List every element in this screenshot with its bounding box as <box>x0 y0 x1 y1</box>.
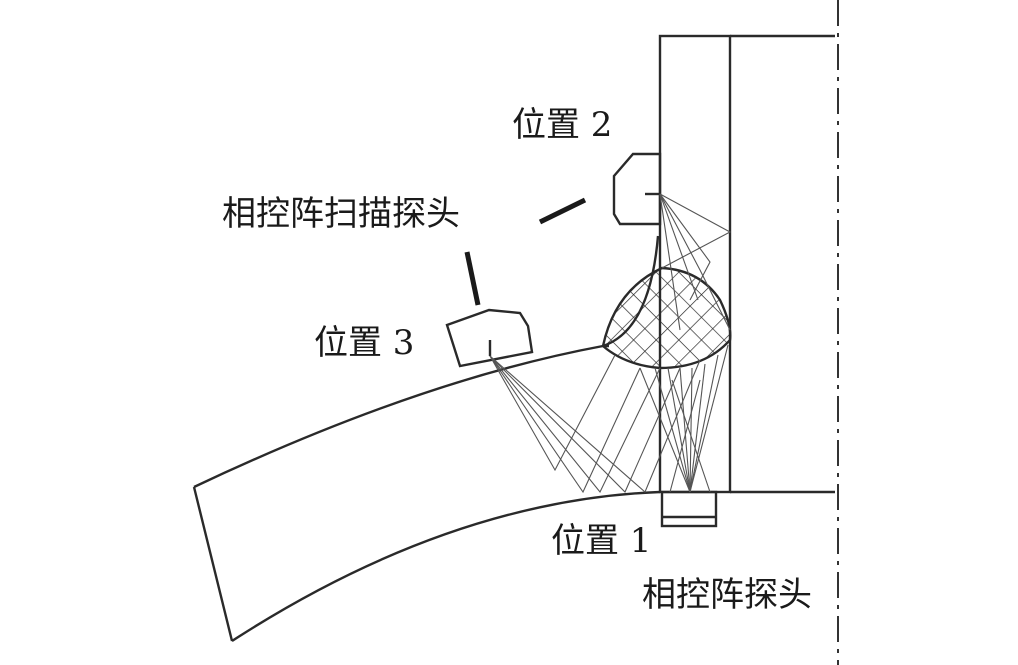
probe-position-3 <box>445 308 534 368</box>
label-phased-array-scan-probe: 相控阵扫描探头 <box>222 194 460 234</box>
beam-paths-position-1 <box>639 344 729 493</box>
label-position-2: 位置 2 <box>512 105 612 145</box>
weld-zone <box>601 266 732 370</box>
leader-line-probe-2 <box>538 197 587 225</box>
probe-position-2 <box>612 152 662 226</box>
label-position-1: 位置 1 <box>551 521 651 561</box>
beam-paths-position-3 <box>489 354 701 494</box>
beam-paths-position-2 <box>659 193 732 331</box>
label-phased-array-probe: 相控阵探头 <box>642 575 812 615</box>
curved-shell-plate <box>192 344 661 643</box>
leader-line-probe-3 <box>464 251 481 306</box>
label-position-3: 位置 3 <box>314 323 414 363</box>
probe-position-1 <box>660 490 718 528</box>
